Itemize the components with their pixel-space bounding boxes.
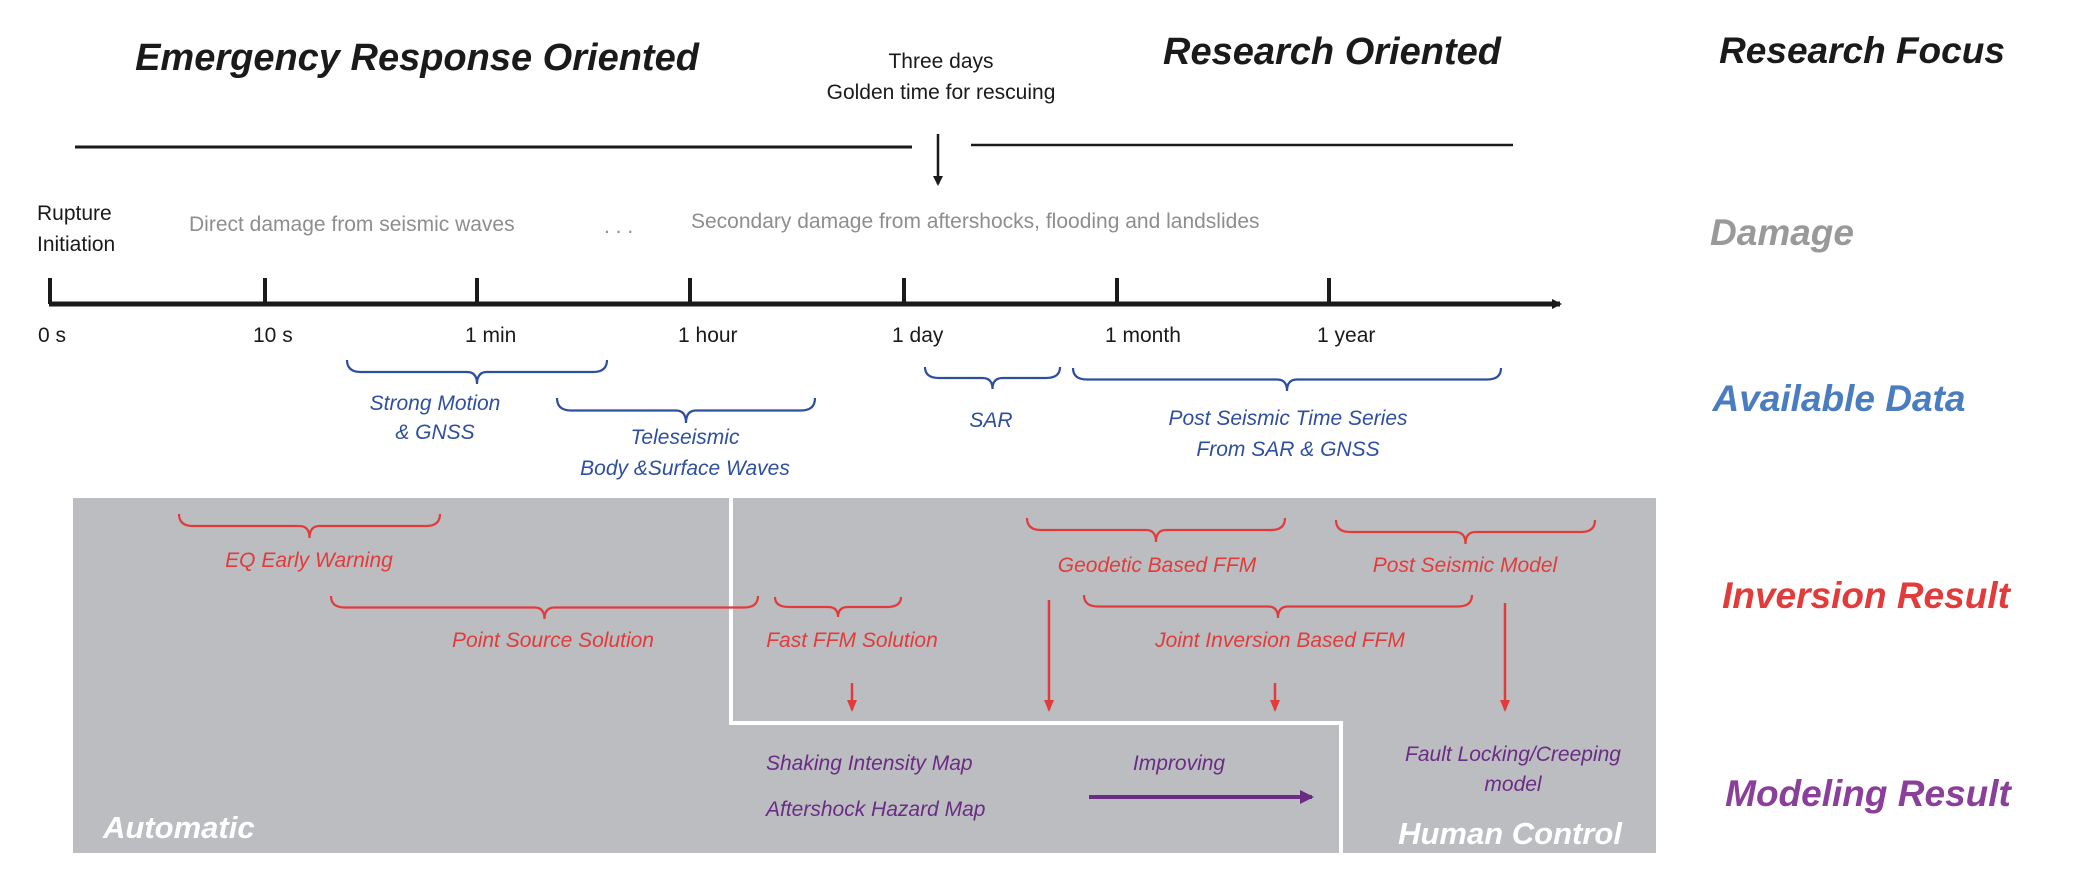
teleseismic-brace: [555, 397, 817, 424]
improving-label: Improving: [1133, 752, 1226, 775]
inversion-result-category: Inversion Result: [1722, 575, 2012, 616]
human-control-label: Human Control: [1398, 816, 1623, 851]
research-focus-category: Research Focus: [1719, 30, 2005, 71]
geodetic-ffm-label: Geodetic Based FFM: [1058, 554, 1257, 577]
fault-locking-label: Fault Locking/Creeping: [1405, 743, 1621, 766]
axis-tick-label: 1 month: [1105, 324, 1181, 347]
post-seismic-series-brace: [1071, 367, 1503, 392]
strong-motion-label: Strong Motion: [370, 392, 501, 415]
eq-early-warning-brace: [177, 513, 442, 539]
strong-motion-brace: [345, 359, 609, 385]
fast-ffm-brace: [773, 596, 903, 618]
point-source-brace: [329, 595, 760, 620]
initiation-label: Initiation: [37, 233, 115, 256]
three-days-label: Three days: [888, 50, 993, 73]
damage-ellipsis: . . .: [604, 215, 633, 238]
fast-ffm-label: Fast FFM Solution: [766, 629, 938, 652]
golden-time-label: Golden time for rescuing: [827, 81, 1056, 104]
sar-label: SAR: [969, 409, 1012, 432]
post-seismic-model-label: Post Seismic Model: [1373, 554, 1559, 577]
research-oriented-heading: Research Oriented: [1163, 31, 1502, 73]
modeling-result-category: Modeling Result: [1725, 773, 2012, 814]
axis-tick-label: 1 day: [892, 324, 944, 347]
teleseismic-label: Teleseismic: [631, 426, 740, 449]
sar-brace: [923, 366, 1062, 390]
post-seismic-model-brace: [1334, 519, 1597, 545]
automatic-label: Automatic: [102, 810, 255, 845]
body-surface-waves-label: Body &Surface Waves: [580, 457, 790, 480]
aftershock-hazard-map-label: Aftershock Hazard Map: [764, 798, 985, 821]
joint-inversion-ffm-label: Joint Inversion Based FFM: [1154, 629, 1405, 652]
direct-damage-label: Direct damage from seismic waves: [189, 213, 515, 236]
geodetic-ffm-brace: [1025, 517, 1287, 543]
axis-tick-label: 1 hour: [678, 324, 738, 347]
rupture-label: Rupture: [37, 202, 112, 225]
gnss-label: & GNSS: [395, 421, 474, 444]
model-panel: [73, 498, 1656, 853]
fault-model-label: model: [1484, 773, 1543, 796]
damage-category: Damage: [1710, 212, 1854, 253]
joint-inversion-brace: [1082, 594, 1474, 619]
axis-tick-label: 1 year: [1317, 324, 1375, 347]
available-data-category: Available Data: [1712, 378, 1966, 419]
secondary-damage-label: Secondary damage from aftershocks, flood…: [691, 210, 1260, 233]
emergency-response-heading: Emergency Response Oriented: [135, 37, 700, 79]
post-seismic-series-label: Post Seismic Time Series: [1168, 407, 1408, 430]
automatic-human-divider: [729, 498, 1343, 853]
eq-early-warning-label: EQ Early Warning: [225, 549, 393, 572]
axis-tick-label: 10 s: [253, 324, 293, 347]
point-source-label: Point Source Solution: [452, 629, 654, 652]
axis-tick-label: 0 s: [38, 324, 66, 347]
axis-tick-label: 1 min: [465, 324, 516, 347]
from-sar-gnss-label: From SAR & GNSS: [1196, 438, 1379, 461]
shaking-intensity-map-label: Shaking Intensity Map: [766, 752, 973, 775]
